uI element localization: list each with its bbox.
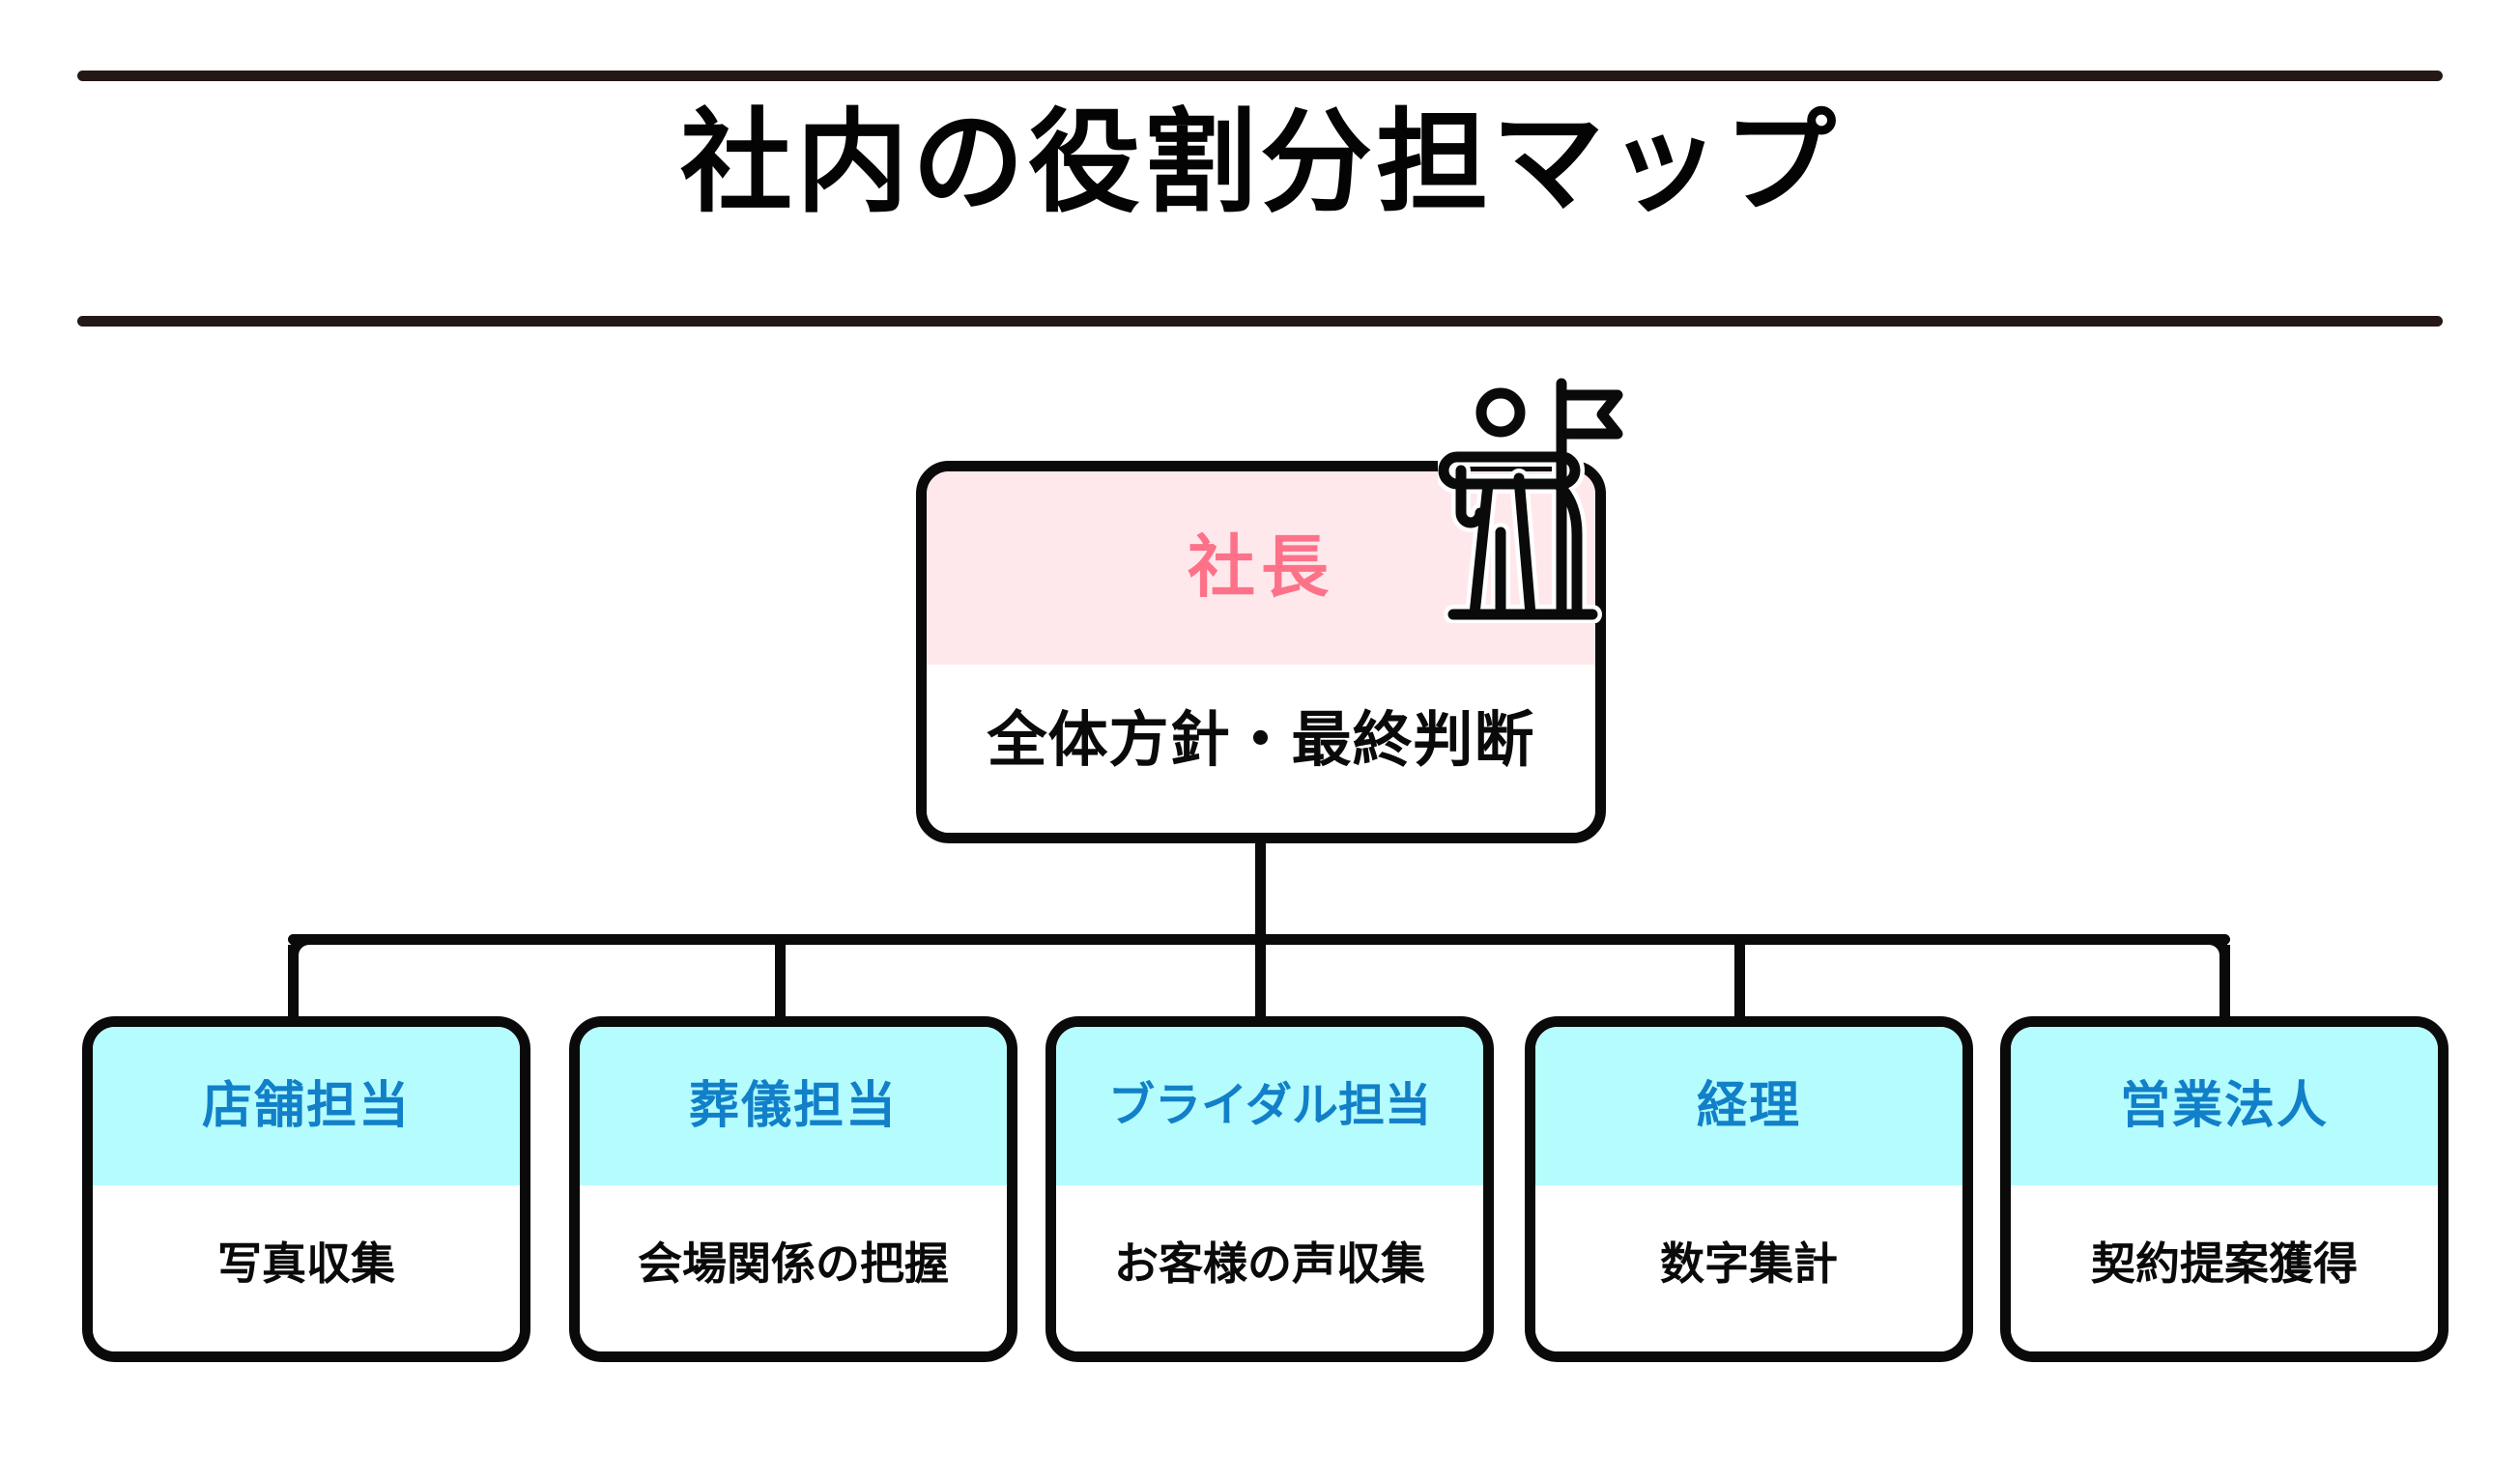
org-node-bridal-role: ブライダル担当 bbox=[1056, 1027, 1483, 1185]
org-node-store-role: 店舗担当 bbox=[93, 1027, 520, 1185]
org-node-bridal[interactable]: ブライダル担当 お客様の声収集 bbox=[1045, 1016, 1494, 1362]
org-node-bridal-duty: お客様の声収集 bbox=[1056, 1185, 1483, 1351]
org-node-funeral-duty: 会場関係の把握 bbox=[580, 1185, 1007, 1351]
title-rule-top bbox=[77, 71, 2443, 81]
connector-drop-1 bbox=[288, 945, 299, 1022]
connector-horizontal-bus bbox=[288, 934, 2230, 945]
connector-drop-2 bbox=[775, 941, 786, 1022]
flag-banner bbox=[1556, 389, 1623, 440]
org-node-funeral-role: 葬儀担当 bbox=[580, 1027, 1007, 1185]
org-node-store[interactable]: 店舗担当 写真収集 bbox=[82, 1016, 530, 1362]
org-node-funeral[interactable]: 葬儀担当 会場関係の把握 bbox=[569, 1016, 1017, 1362]
org-node-president-duty: 全体方針・最終判断 bbox=[927, 665, 1595, 833]
org-node-store-duty: 写真収集 bbox=[93, 1185, 520, 1351]
org-node-corporate-sales-duty: 契約提案獲得 bbox=[2011, 1185, 2438, 1351]
org-node-accounting-role: 経理 bbox=[1535, 1027, 1962, 1185]
connector-root-stem bbox=[1255, 839, 1266, 941]
org-node-president-role: 社長 bbox=[927, 471, 1595, 665]
org-node-accounting[interactable]: 経理 数字集計 bbox=[1525, 1016, 1973, 1362]
connector-drop-4 bbox=[1734, 941, 1745, 1022]
title-rule-bottom bbox=[77, 316, 2443, 327]
org-node-president[interactable]: 社長 全体方針・最終判断 bbox=[916, 461, 1606, 843]
connector-drop-3 bbox=[1255, 941, 1266, 1022]
org-node-corporate-sales-role: 営業法人 bbox=[2011, 1027, 2438, 1185]
person-head bbox=[1475, 387, 1526, 438]
page-title: 社内の役割分担マップ bbox=[680, 100, 1840, 225]
connector-drop-5 bbox=[2219, 945, 2230, 1022]
org-node-accounting-duty: 数字集計 bbox=[1535, 1185, 1962, 1351]
org-node-corporate-sales[interactable]: 営業法人 契約提案獲得 bbox=[2000, 1016, 2448, 1362]
